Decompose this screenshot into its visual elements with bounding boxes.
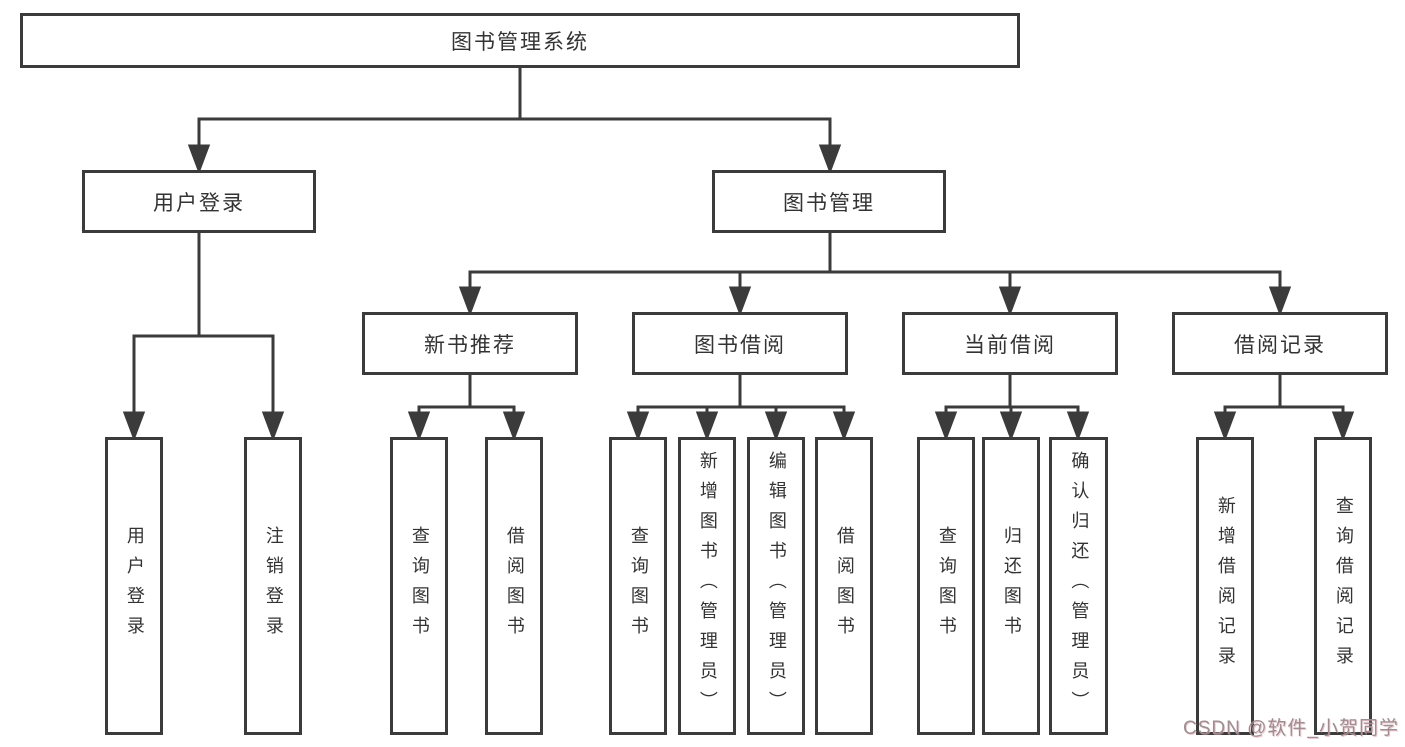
leaf-add-borrow-record: 新增借阅记录 xyxy=(1196,437,1254,735)
node-new-book-recommend-label: 新书推荐 xyxy=(424,333,516,357)
node-book-management: 图书管理 xyxy=(712,170,946,233)
leaf-return-book: 归还图书 xyxy=(982,437,1040,735)
node-user-login: 用户登录 xyxy=(82,170,316,233)
leaf-query-borrow-record-label: 查询借阅记录 xyxy=(1333,496,1354,676)
leaf-borrow-query-book-label: 查询图书 xyxy=(628,526,649,646)
node-borrow-records-label: 借阅记录 xyxy=(1234,333,1326,357)
leaf-current-query-book: 查询图书 xyxy=(917,437,975,735)
leaf-logout-label: 注销登录 xyxy=(263,526,284,646)
node-current-borrow-label: 当前借阅 xyxy=(964,333,1056,357)
leaf-confirm-return-admin: 确认归还（管理员） xyxy=(1049,437,1108,735)
node-book-management-label: 图书管理 xyxy=(783,191,875,215)
leaf-add-borrow-record-label: 新增借阅记录 xyxy=(1215,496,1236,676)
node-root-label: 图书管理系统 xyxy=(451,30,589,54)
csdn-watermark: CSDN @软件_小贺同学 xyxy=(1183,718,1399,739)
node-book-borrow-label: 图书借阅 xyxy=(694,333,786,357)
leaf-edit-book-admin: 编辑图书（管理员） xyxy=(747,437,805,735)
leaf-logout: 注销登录 xyxy=(244,437,302,735)
node-current-borrow: 当前借阅 xyxy=(902,312,1118,375)
leaf-edit-book-admin-label: 编辑图书（管理员） xyxy=(766,451,787,721)
leaf-query-borrow-record: 查询借阅记录 xyxy=(1314,437,1372,735)
leaf-user-login-label: 用户登录 xyxy=(124,526,145,646)
leaf-borrow-book-label: 借阅图书 xyxy=(834,526,855,646)
leaf-user-login: 用户登录 xyxy=(105,437,163,735)
leaf-newbooks-borrow: 借阅图书 xyxy=(485,437,543,735)
leaf-add-book-admin: 新增图书（管理员） xyxy=(678,437,736,735)
node-book-borrow: 图书借阅 xyxy=(632,312,848,375)
node-user-login-label: 用户登录 xyxy=(153,191,245,215)
leaf-return-book-label: 归还图书 xyxy=(1001,526,1022,646)
leaf-borrow-query-book: 查询图书 xyxy=(609,437,667,735)
leaf-newbooks-query-label: 查询图书 xyxy=(409,526,430,646)
leaf-add-book-admin-label: 新增图书（管理员） xyxy=(697,451,718,721)
leaf-confirm-return-admin-label: 确认归还（管理员） xyxy=(1069,451,1090,721)
node-root: 图书管理系统 xyxy=(20,13,1020,68)
leaf-current-query-book-label: 查询图书 xyxy=(936,526,957,646)
leaf-newbooks-borrow-label: 借阅图书 xyxy=(504,526,525,646)
node-new-book-recommend: 新书推荐 xyxy=(362,312,578,375)
leaf-borrow-book: 借阅图书 xyxy=(815,437,873,735)
node-borrow-records: 借阅记录 xyxy=(1172,312,1388,375)
leaf-newbooks-query: 查询图书 xyxy=(390,437,448,735)
